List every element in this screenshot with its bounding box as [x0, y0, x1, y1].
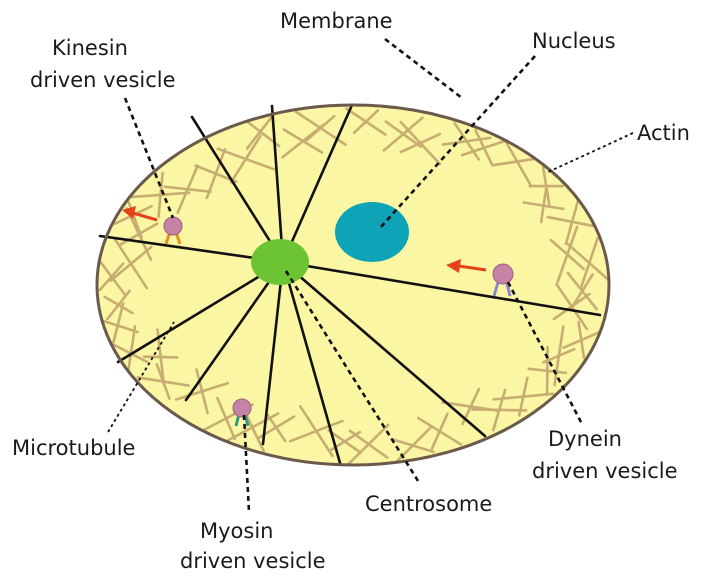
centrosome: [251, 239, 309, 285]
microtubule-label: Microtubule: [12, 436, 135, 460]
membrane-label: Membrane: [280, 9, 393, 33]
myosin-label-line2: driven vesicle: [180, 549, 326, 573]
actin-filament: [144, 357, 177, 358]
nucleus-label: Nucleus: [532, 29, 616, 53]
dynein-label-line1: Dynein: [548, 427, 622, 451]
membrane-leader: [385, 39, 462, 98]
actin-leader: [548, 133, 633, 172]
vesicle: [493, 264, 513, 284]
centrosome-label: Centrosome: [365, 492, 492, 516]
vesicle: [233, 399, 251, 417]
actin-label: Actin: [637, 121, 690, 145]
nucleus: [335, 202, 409, 262]
kinesin-label-line1: Kinesin: [52, 36, 128, 60]
vesicle: [164, 217, 182, 235]
dynein-label-line2: driven vesicle: [532, 459, 678, 483]
actin-filament: [547, 347, 548, 394]
myosin-label-line1: Myosin: [200, 519, 273, 543]
kinesin-label-line2: driven vesicle: [30, 68, 176, 92]
